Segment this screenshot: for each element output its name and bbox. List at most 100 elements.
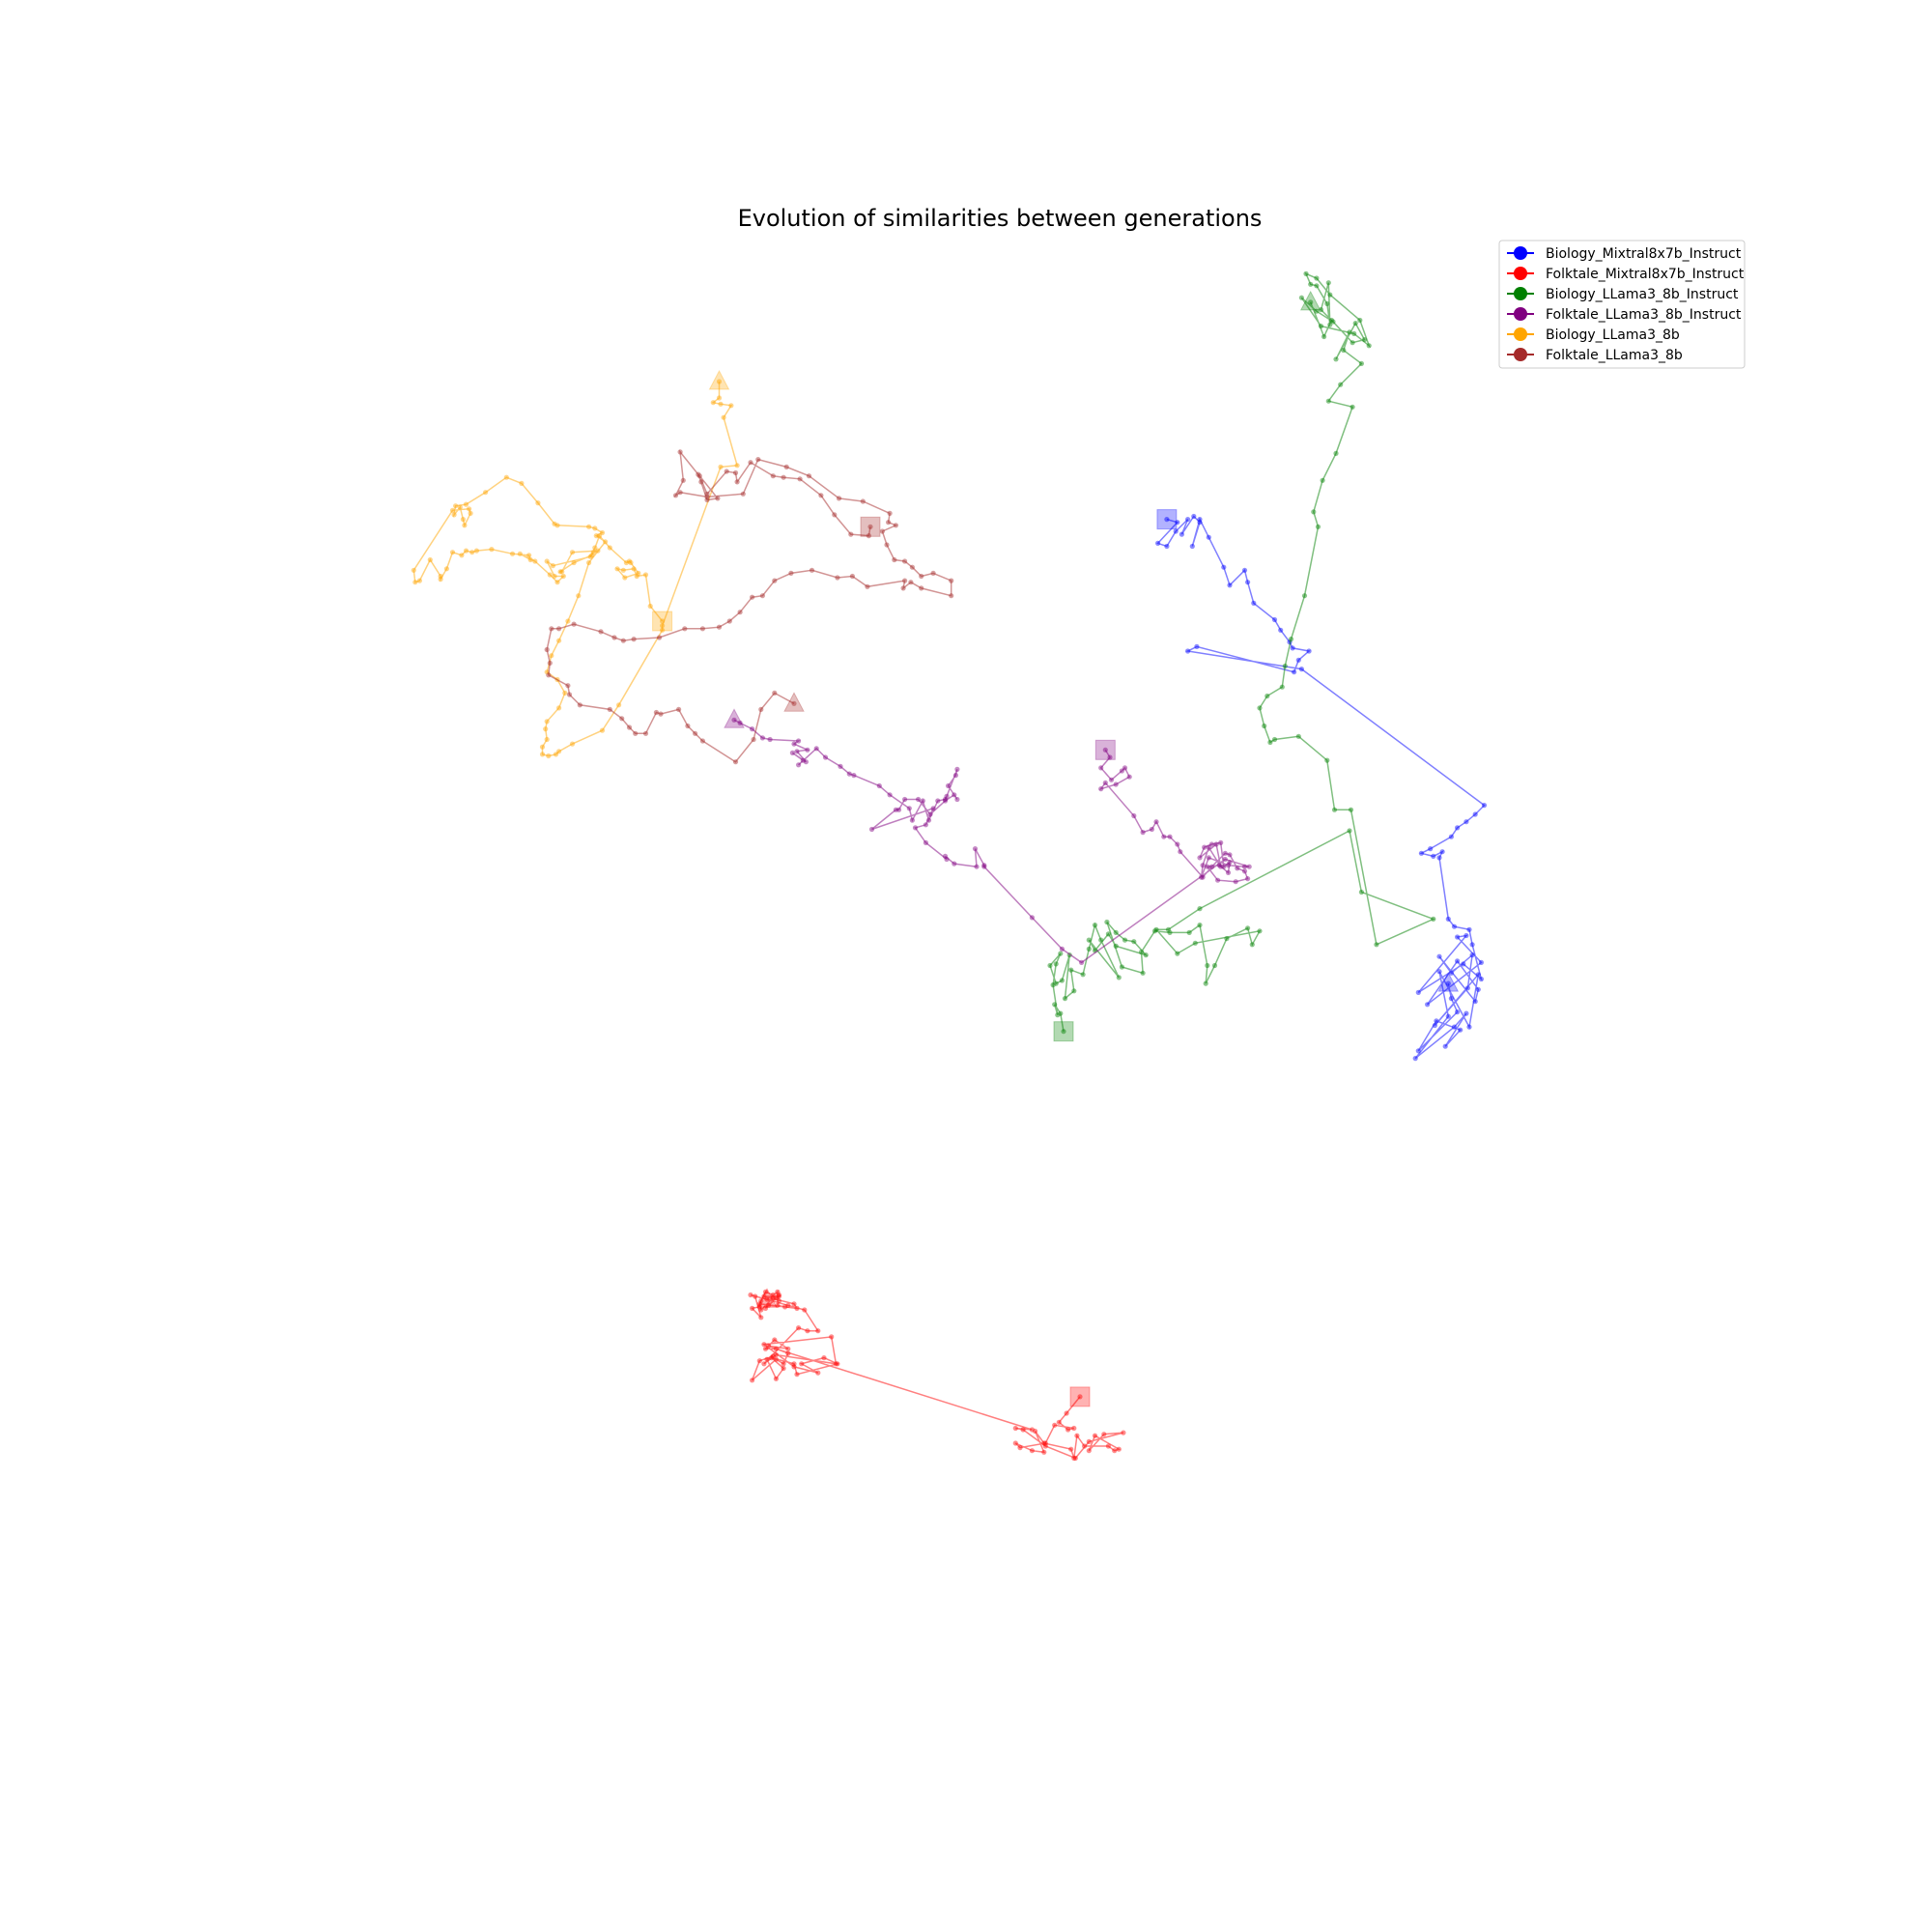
data-point xyxy=(1227,852,1233,858)
data-point xyxy=(791,741,797,747)
data-point xyxy=(1225,869,1232,876)
data-point xyxy=(1308,299,1314,305)
data-point xyxy=(586,524,592,529)
data-point xyxy=(1065,1427,1071,1433)
data-point xyxy=(1155,540,1161,547)
data-point xyxy=(1105,1443,1111,1449)
data-point xyxy=(1352,321,1358,327)
data-point xyxy=(546,672,552,678)
series-line xyxy=(1156,515,1486,1060)
data-point xyxy=(1178,849,1183,855)
data-point xyxy=(1068,967,1074,973)
data-point xyxy=(865,583,870,589)
data-point xyxy=(788,570,794,577)
data-point xyxy=(1112,1448,1118,1454)
data-point xyxy=(758,1298,764,1304)
data-point xyxy=(751,736,756,743)
data-point xyxy=(1278,627,1284,633)
data-point xyxy=(1461,961,1466,967)
data-point xyxy=(660,627,666,633)
data-point xyxy=(1185,517,1191,523)
data-point xyxy=(620,638,626,643)
data-point xyxy=(1341,347,1347,354)
data-point xyxy=(1445,1013,1451,1019)
data-point xyxy=(1131,812,1137,819)
data-point xyxy=(1308,281,1314,287)
data-point xyxy=(887,510,893,517)
data-point xyxy=(1080,972,1086,978)
data-point xyxy=(1279,684,1285,690)
data-point xyxy=(595,548,601,554)
data-point xyxy=(716,395,723,401)
legend-label: Biology_Mixtral8x7b_Instruct xyxy=(1546,246,1742,262)
data-point xyxy=(1149,826,1154,833)
data-point xyxy=(762,1346,769,1351)
series-biology-llama3-8b-instruct xyxy=(1047,270,1436,1042)
data-point xyxy=(758,1307,764,1313)
data-point xyxy=(902,796,908,803)
data-point xyxy=(1153,926,1159,932)
data-point xyxy=(682,626,688,632)
data-point xyxy=(829,1334,835,1340)
data-point xyxy=(1053,980,1059,986)
data-point xyxy=(876,782,882,789)
data-point xyxy=(1211,962,1218,969)
data-point xyxy=(1173,528,1179,534)
data-point xyxy=(416,578,422,583)
data-point xyxy=(776,1298,782,1304)
series-folktale-llama3-8b xyxy=(544,449,954,765)
data-point xyxy=(577,702,582,708)
data-point xyxy=(1167,929,1173,936)
data-point xyxy=(704,494,710,499)
data-point xyxy=(1197,923,1203,928)
data-point xyxy=(1412,1056,1418,1062)
data-point xyxy=(773,1356,780,1362)
data-point xyxy=(1206,844,1211,850)
data-point xyxy=(1064,1410,1069,1416)
data-point xyxy=(1017,1445,1023,1451)
data-point xyxy=(846,771,852,777)
data-point xyxy=(1222,856,1228,863)
data-point xyxy=(800,757,806,763)
data-point xyxy=(526,553,532,558)
data-point xyxy=(1464,985,1470,991)
data-point xyxy=(758,706,764,713)
data-point xyxy=(1227,860,1233,866)
data-point xyxy=(611,635,617,640)
data-point xyxy=(544,646,550,653)
data-point xyxy=(603,539,609,545)
data-point xyxy=(1306,648,1312,654)
data-point xyxy=(560,573,566,580)
data-point xyxy=(925,817,932,823)
data-point xyxy=(552,521,557,526)
data-point xyxy=(791,1361,797,1367)
legend-item: Folktale_LLama3_8b xyxy=(1507,348,1683,363)
data-point xyxy=(748,460,753,466)
data-point xyxy=(952,861,957,867)
data-point xyxy=(772,1337,778,1343)
data-point xyxy=(1074,1433,1080,1438)
data-point xyxy=(761,1293,767,1299)
data-point xyxy=(1071,1425,1077,1432)
data-point xyxy=(923,822,929,828)
data-point xyxy=(593,533,599,539)
data-point xyxy=(1105,931,1111,937)
data-point xyxy=(1058,951,1064,956)
data-point xyxy=(1086,1448,1092,1454)
data-point xyxy=(1290,645,1295,651)
end-marker xyxy=(708,369,730,390)
series-layer xyxy=(411,270,1488,1462)
data-point xyxy=(731,717,737,723)
data-point xyxy=(813,746,819,752)
data-point xyxy=(1235,866,1240,871)
data-point xyxy=(716,379,723,384)
data-point xyxy=(1246,864,1252,869)
data-point xyxy=(1199,874,1205,880)
data-point xyxy=(1298,295,1304,300)
data-point xyxy=(1448,970,1454,976)
data-point xyxy=(1164,517,1170,523)
data-point xyxy=(1058,1010,1064,1016)
data-point xyxy=(886,520,892,526)
data-point xyxy=(677,449,683,455)
data-point xyxy=(949,593,954,599)
